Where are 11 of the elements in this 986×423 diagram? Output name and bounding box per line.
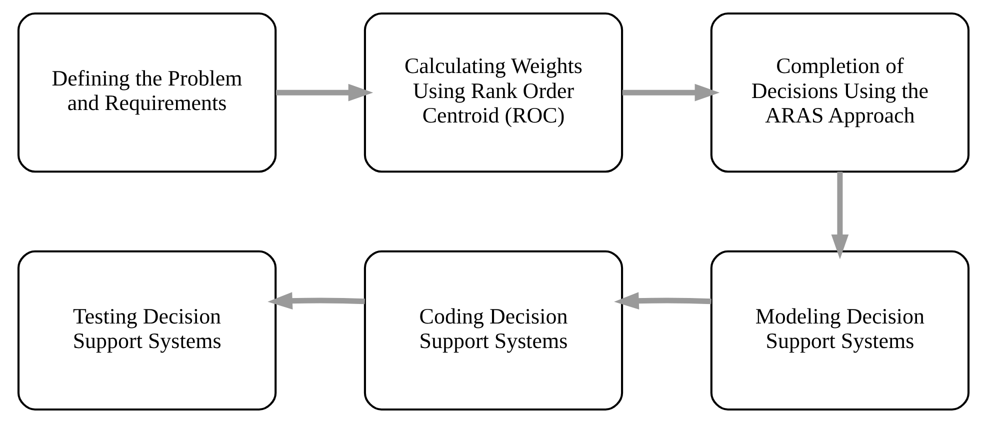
node-box: Defining the Problem and Requirements [16,12,276,173]
arrow [275,84,373,102]
node-box: Calculating Weights Using Rank Order Centroid (ROC) [363,12,623,173]
node-box: Testing Decision Support Systems [16,250,276,410]
arrow [614,292,711,310]
node-box: Modeling Decision Support Systems [710,250,970,410]
node-box: Completion of Decisions Using the ARAS Approach [710,12,970,173]
arrow [622,84,720,102]
arrow [830,172,848,260]
arrow [267,292,364,310]
node-box: Coding Decision Support Systems [363,250,623,410]
